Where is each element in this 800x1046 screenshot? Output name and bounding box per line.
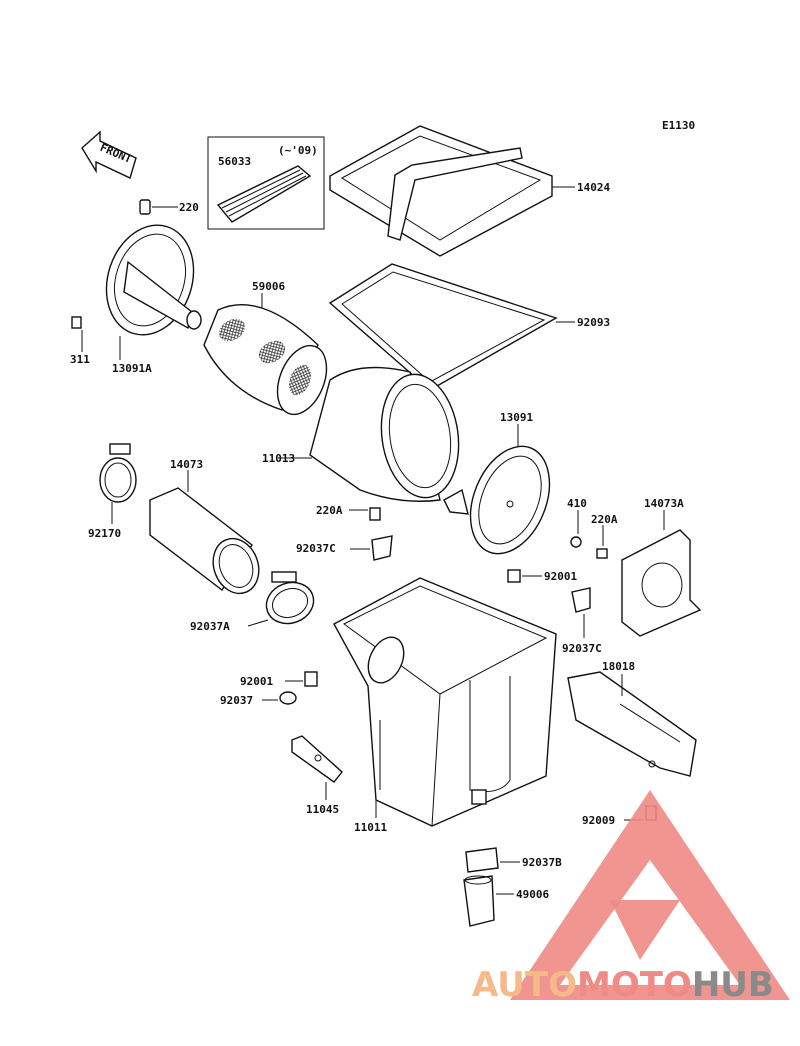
part-label-14024: 14024 (577, 181, 610, 194)
intake-duct-14073 (149, 470, 260, 595)
part-label-220A-left: 220A (316, 504, 343, 517)
inset-note: (~'09) (278, 144, 318, 157)
part-label-92093: 92093 (577, 316, 610, 329)
drain-49006 (463, 875, 514, 927)
part-label-92037C-left: 92037C (296, 542, 336, 555)
filter-element-59006 (203, 293, 328, 416)
clamp-92170 (99, 443, 137, 524)
clip-92037C-right (571, 587, 591, 638)
part-label-311: 311 (70, 353, 90, 366)
watermark-part-hub: HUB (692, 965, 774, 1005)
duct-14073A (621, 510, 702, 637)
part-label-92001-upper: 92001 (544, 570, 577, 583)
part-label-410: 410 (567, 497, 587, 510)
front-arrow-icon: FRONT (81, 130, 137, 179)
gasket-92093 (328, 263, 575, 391)
bolt-92001-lower (285, 671, 318, 687)
clip-92037C-left (350, 535, 393, 561)
part-label-92001-lower: 92001 (240, 675, 273, 688)
part-label-11013: 11013 (262, 452, 295, 465)
watermark-logo (510, 790, 790, 1000)
cover-13091 (443, 424, 551, 555)
bracket-18018 (567, 671, 697, 777)
watermark-triangle (510, 790, 790, 1000)
diagram-code: E1130 (662, 119, 695, 132)
watermark-part-auto: AUTO (472, 965, 577, 1005)
clamp-92037B (465, 847, 520, 873)
part-label-92170: 92170 (88, 527, 121, 540)
foam-filter-11013 (278, 366, 460, 502)
screw-220A-right (596, 525, 608, 559)
watermark-text: AUTOMOTOHUB (472, 965, 774, 1005)
part-label-92037B: 92037B (522, 856, 562, 869)
part-label-220: 220 (179, 201, 199, 214)
part-label-92037: 92037 (220, 694, 253, 707)
part-label-13091A: 13091A (112, 362, 152, 375)
bolt-92001-upper (507, 569, 542, 583)
part-label-13091: 13091 (500, 411, 533, 424)
cover-14024 (329, 125, 575, 257)
part-label-56033: 56033 (218, 155, 251, 168)
part-label-14073A: 14073A (644, 497, 684, 510)
bolt-220 (139, 199, 178, 215)
bracket-11045 (291, 735, 343, 800)
inset-box-56033 (207, 136, 325, 230)
screw-220A-left (349, 507, 381, 521)
watermark-part-moto: MOTO (577, 965, 692, 1005)
part-label-49006: 49006 (516, 888, 549, 901)
part-label-18018: 18018 (602, 660, 635, 673)
part-label-11011: 11011 (354, 821, 387, 834)
clamp-92037A (247, 571, 315, 627)
part-label-14073: 14073 (170, 458, 203, 471)
air-box-11011 (333, 577, 557, 827)
part-label-92009: 92009 (582, 814, 615, 827)
part-label-92037C-right: 92037C (562, 642, 602, 655)
part-label-59006: 59006 (252, 280, 285, 293)
part-label-220A-right: 220A (591, 513, 618, 526)
part-label-92037A: 92037A (190, 620, 230, 633)
part-label-11045: 11045 (306, 803, 339, 816)
cover-13091A (71, 224, 202, 360)
clip-92037 (262, 691, 297, 705)
nut-410 (570, 510, 582, 548)
